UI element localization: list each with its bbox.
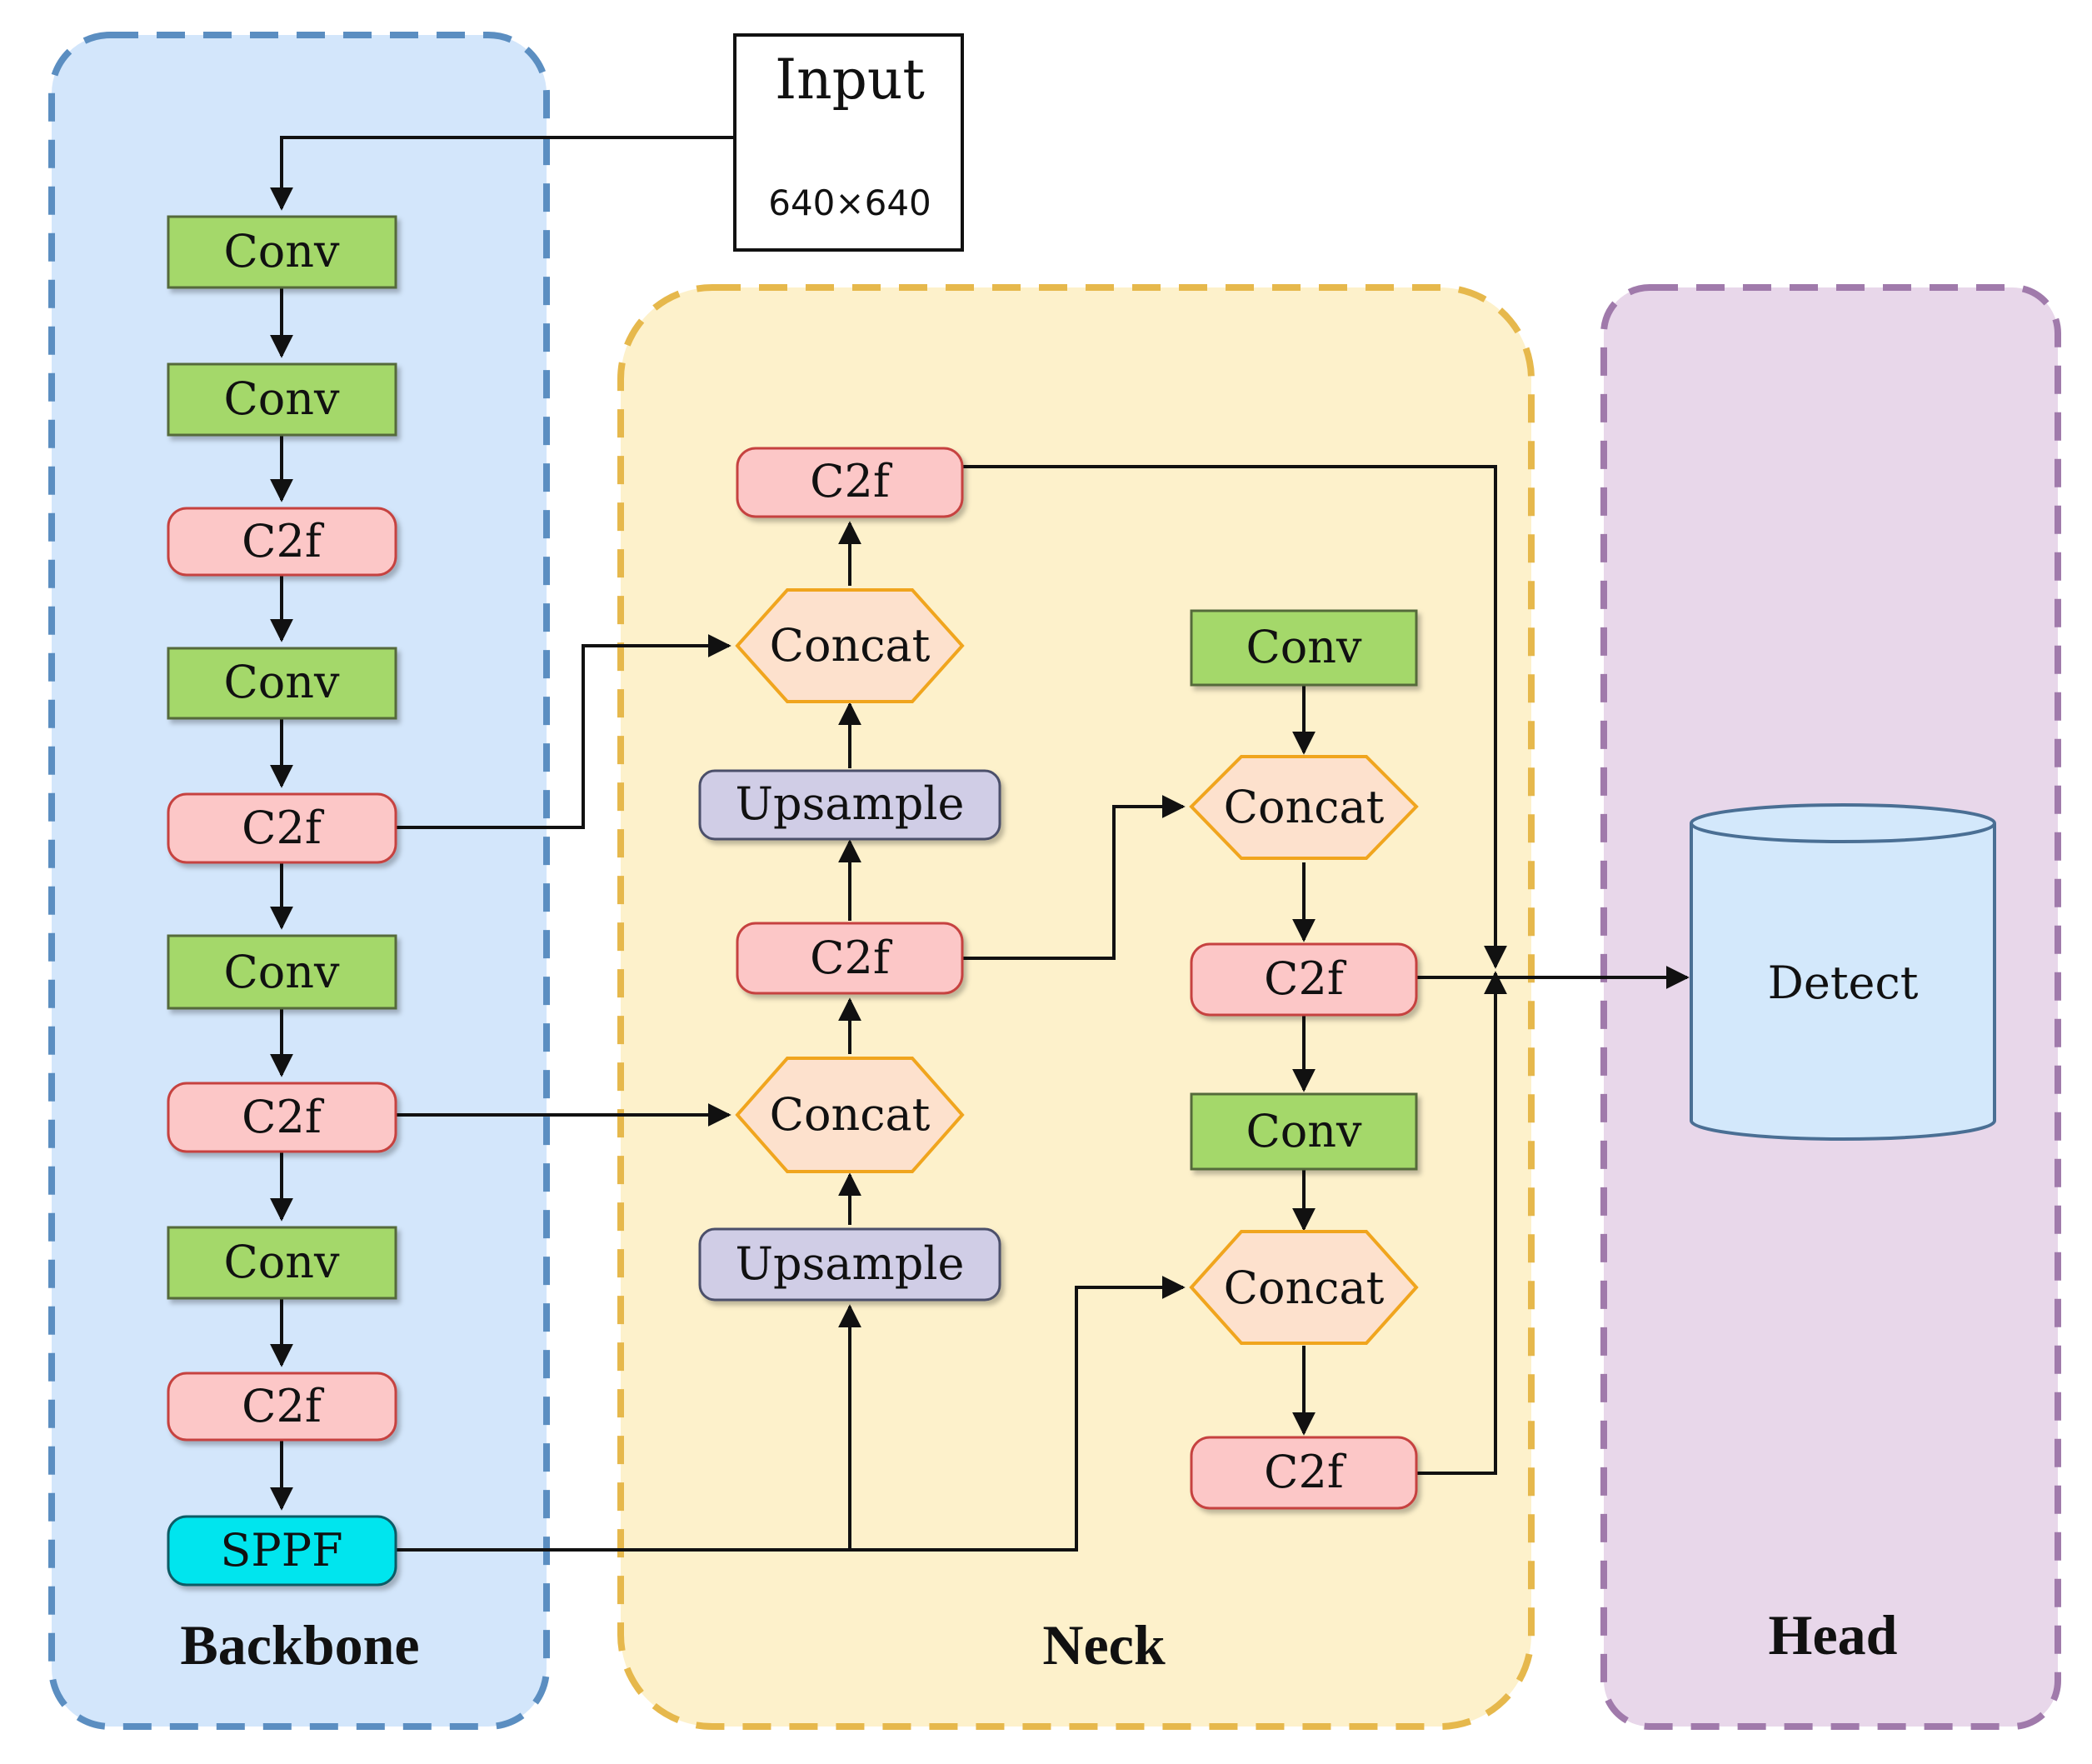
input-size: 640×640 [768, 182, 931, 223]
neck-c2f-top-label: C2f [810, 455, 893, 507]
neck-upsample-2-label: Upsample [736, 1237, 965, 1290]
backbone-c2f-1-label: C2f [242, 515, 325, 567]
neck-c2f-d: C2f [1190, 1436, 1418, 1510]
neck-concat-1: Concat [735, 588, 965, 703]
edge-b5-concat1 [395, 634, 731, 829]
edge-input-b1 [270, 136, 735, 211]
neck-upsample-1-label: Upsample [736, 777, 965, 830]
edge-c2ftop-merge [962, 465, 1507, 969]
neck-concat-4-label: Concat [1224, 1262, 1385, 1314]
backbone-sppf: SPPF [167, 1515, 397, 1587]
neck-c2f-b-label: C2f [1264, 952, 1347, 1005]
backbone-conv-4-label: Conv [223, 946, 340, 998]
backbone-sppf-label: SPPF [220, 1524, 342, 1577]
backbone-c2f-1: C2f [167, 507, 397, 577]
neck-concat-4: Concat [1189, 1230, 1419, 1345]
backbone-c2f-3: C2f [167, 1082, 397, 1153]
neck-concat-2: Concat [735, 1057, 965, 1173]
neck-upsample-2: Upsample [698, 1227, 1001, 1302]
backbone-conv-3: Conv [167, 647, 397, 720]
backbone-conv-2: Conv [167, 362, 397, 437]
edge-c2fmid-concat3 [962, 795, 1186, 960]
neck-concat-2-label: Concat [770, 1088, 931, 1141]
edge-sppf-concat4 [850, 1276, 1186, 1552]
backbone-conv-1-label: Conv [223, 225, 340, 277]
backbone-conv-2-label: Conv [223, 372, 340, 425]
neck-upsample-1: Upsample [698, 769, 1001, 841]
backbone-c2f-3-label: C2f [242, 1091, 325, 1143]
head-label: Head [1769, 1603, 1898, 1667]
neck-conv-c: Conv [1190, 1092, 1418, 1171]
neck-concat-3: Concat [1189, 755, 1419, 860]
backbone-conv-5-label: Conv [223, 1236, 340, 1288]
neck-label: Neck [1042, 1613, 1165, 1677]
input-title: Input [775, 47, 925, 112]
neck-concat-3-label: Concat [1224, 781, 1385, 833]
edge-c2fd-merge [1416, 971, 1507, 1475]
backbone-c2f-4: C2f [167, 1372, 397, 1442]
backbone-label: Backbone [180, 1613, 419, 1677]
backbone-conv-3-label: Conv [223, 656, 340, 708]
backbone-panel [48, 32, 550, 1730]
detect-label: Detect [1768, 957, 1919, 1009]
backbone-c2f-2: C2f [167, 792, 397, 864]
neck-c2f-mid-label: C2f [810, 932, 893, 984]
neck-c2f-top: C2f [736, 447, 964, 518]
neck-concat-1-label: Concat [770, 619, 931, 672]
neck-conv-a-label: Conv [1246, 621, 1362, 673]
backbone-conv-5: Conv [167, 1226, 397, 1300]
backbone-c2f-2-label: C2f [242, 802, 325, 854]
neck-conv-a: Conv [1190, 609, 1418, 687]
input-block: Input 640×640 [733, 33, 964, 252]
neck-c2f-b: C2f [1190, 942, 1418, 1017]
detect-cylinder: Detect [1690, 803, 1996, 1141]
backbone-conv-1: Conv [167, 215, 397, 289]
backbone-conv-4: Conv [167, 934, 397, 1010]
neck-c2f-mid: C2f [736, 922, 964, 995]
neck-c2f-d-label: C2f [1264, 1446, 1347, 1498]
neck-conv-c-label: Conv [1246, 1105, 1362, 1157]
backbone-c2f-4-label: C2f [242, 1380, 325, 1432]
